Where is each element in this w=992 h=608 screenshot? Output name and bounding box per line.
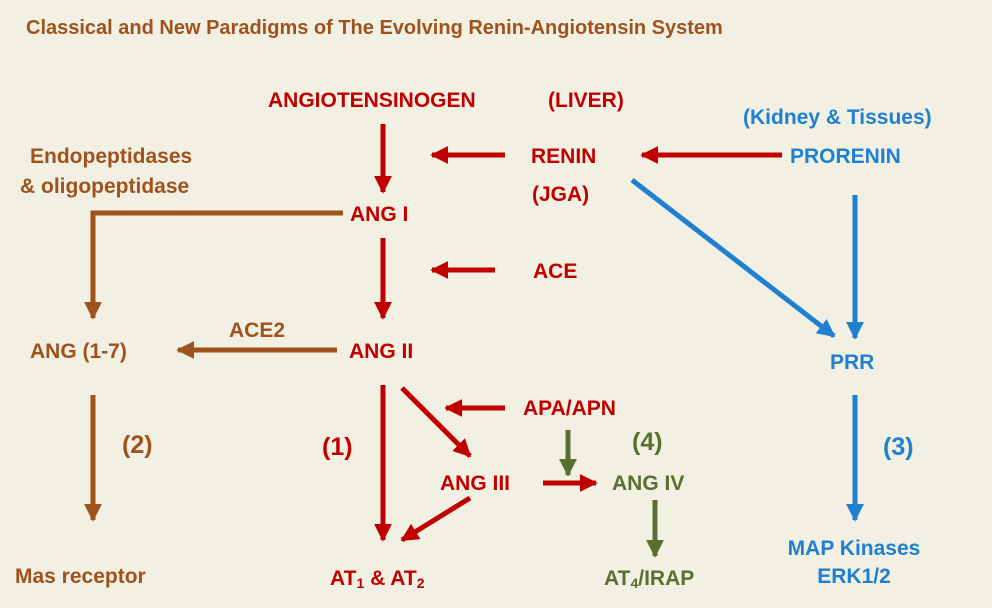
pathway-number-3: (3)	[883, 433, 914, 461]
node-ang3: ANG III	[440, 472, 511, 495]
node-at4-irap: AT4/IRAP	[604, 567, 695, 591]
node-angiotensinogen: ANGIOTENSINOGEN	[268, 89, 476, 112]
node-ang1: ANG I	[350, 203, 409, 226]
node-endopeptidases: Endopeptidases	[30, 145, 193, 168]
node-map-kinases: MAP Kinases	[787, 537, 921, 560]
pathway-number-4: (4)	[632, 428, 663, 456]
arrow-ang3-to-at1-at2	[400, 495, 472, 543]
node-ang-1-7: ANG (1-7)	[30, 340, 127, 363]
node-ang4: ANG IV	[612, 472, 685, 495]
page-title: Classical and New Paradigms of The Evolv…	[26, 17, 723, 39]
node-ace: ACE	[533, 260, 578, 283]
arrow-ang2-to-ang3	[400, 386, 472, 458]
node-oligopeptidase: & oligopeptidase	[20, 175, 190, 198]
arrow-renin-to-prr	[630, 178, 836, 338]
node-mas-receptor: Mas receptor	[15, 565, 146, 588]
node-kidney-tissues: (Kidney & Tissues)	[743, 106, 932, 129]
node-prr: PRR	[830, 351, 875, 374]
node-ace2: ACE2	[229, 319, 286, 342]
pathway-number-1: (1)	[322, 433, 353, 461]
node-prorenin: PRORENIN	[790, 145, 901, 168]
pathway-number-2: (2)	[122, 431, 153, 459]
node-jga: (JGA)	[532, 183, 590, 206]
node-at1-at2: AT1 & AT2	[330, 567, 425, 591]
node-apa-apn: APA/APN	[523, 397, 616, 420]
node-erk: ERK1/2	[817, 565, 891, 588]
node-ang2: ANG II	[349, 340, 414, 363]
node-renin: RENIN	[531, 145, 597, 168]
arrow-ang1-to-ang17	[84, 210, 343, 320]
node-liver: (LIVER)	[548, 89, 624, 112]
